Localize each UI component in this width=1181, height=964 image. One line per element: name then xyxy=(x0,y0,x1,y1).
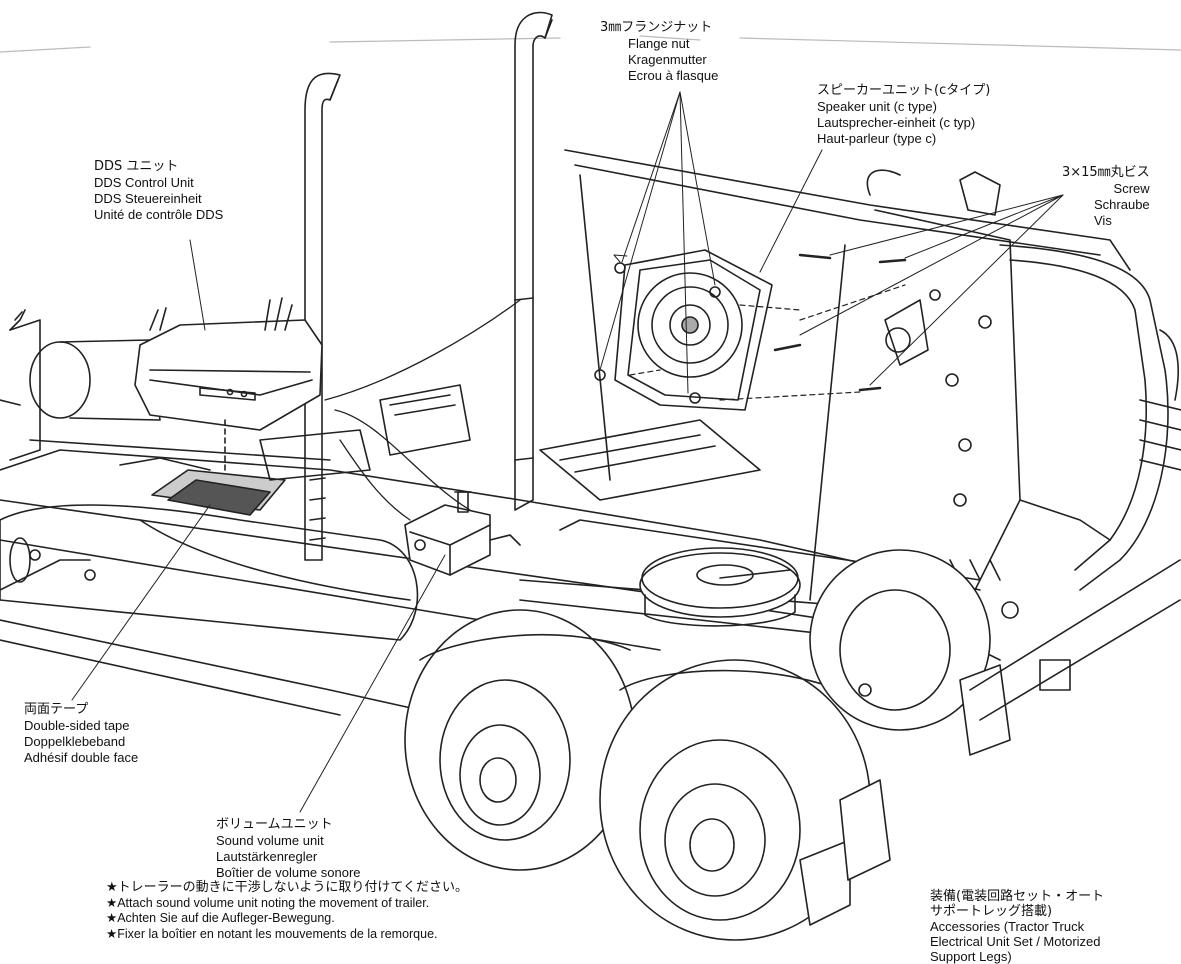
flange-nut-label-de: Kragenmutter xyxy=(628,52,707,67)
accessories-en-line1: Accessories (Tractor Truck xyxy=(930,919,1085,934)
exhaust-stack-left xyxy=(304,72,341,561)
dds-label-jp: DDS ユニット xyxy=(94,159,179,174)
cab-back-panel xyxy=(564,149,1131,621)
dds-label-de: DDS Steuereinheit xyxy=(94,191,202,206)
screw-label: 3×15㎜丸ビス Screw Schraube Vis xyxy=(1040,165,1150,229)
speaker-label-jp: スピーカーユニット(cタイプ) xyxy=(817,83,991,98)
flange-nut-label: 3㎜フランジナット Flange nut Kragenmutter Ecrou … xyxy=(600,20,718,84)
tape-label-fr: Adhésif double face xyxy=(24,750,139,765)
volume-label-fr: Boîtier de volume sonore xyxy=(216,865,361,880)
cab-frame xyxy=(929,171,1181,591)
volume-label-jp: ボリュームユニット xyxy=(216,817,333,832)
dds-label-en: DDS Control Unit xyxy=(94,175,194,190)
accessories-jp-line2: サポートレッグ搭載) xyxy=(930,904,1053,919)
screws xyxy=(629,253,929,401)
installation-notes: ★トレーラーの動きに干渉しないように取り付けてください。 ★Attach sou… xyxy=(106,880,468,942)
screw-label-jp: 3×15㎜丸ビス xyxy=(1061,165,1150,180)
volume-label-de: Lautstärkenregler xyxy=(216,849,318,864)
sound-volume-unit xyxy=(404,491,521,576)
note-en: ★Attach sound volume unit noting the mov… xyxy=(106,895,430,910)
tape-label: 両面テープ Double-sided tape Doppelklebeband … xyxy=(24,702,138,766)
fifth-wheel xyxy=(639,547,801,627)
speaker-label-fr: Haut-parleur (type c) xyxy=(817,131,937,146)
dds-label: DDS ユニット DDS Control Unit DDS Steuereinh… xyxy=(94,159,223,223)
tape-label-jp: 両面テープ xyxy=(24,702,89,717)
flange-nut-label-en: Flange nut xyxy=(628,36,690,51)
screw-label-de: Schraube xyxy=(1094,197,1150,212)
screw-label-fr: Vis xyxy=(1094,213,1112,228)
flange-nut-label-jp: 3㎜フランジナット xyxy=(600,20,713,35)
volume-label-en: Sound volume unit xyxy=(216,833,324,848)
electronics-board xyxy=(259,384,761,501)
tape-label-en: Double-sided tape xyxy=(24,718,130,733)
note-fr: ★Fixer la boîtier en notant les mouvemen… xyxy=(106,926,438,941)
accessories-jp-line1: 装備(電装回路セット・オート xyxy=(930,889,1105,904)
fuel-tank xyxy=(0,504,419,641)
rear-tire-front xyxy=(404,609,636,871)
rear-tire-right xyxy=(809,549,991,731)
volume-label: ボリュームユニット Sound volume unit Lautstärkenr… xyxy=(216,817,361,881)
note-de: ★Achten Sie auf die Aufleger-Bewegung. xyxy=(106,911,335,925)
dds-control-unit xyxy=(9,297,323,491)
speaker-label-de: Lautsprecher-einheit (c typ) xyxy=(817,115,976,130)
note-jp: ★トレーラーの動きに干渉しないように取り付けてください。 xyxy=(106,880,469,895)
tape-label-de: Doppelklebeband xyxy=(24,734,126,749)
dds-label-fr: Unité de contrôle DDS xyxy=(94,207,224,222)
screw-label-en: Screw xyxy=(1113,181,1150,196)
rear-mudflap xyxy=(799,559,1181,926)
speaker-unit xyxy=(594,249,773,411)
flange-nut-label-fr: Ecrou à flasque xyxy=(628,68,719,83)
leader-lines xyxy=(71,91,1064,813)
accessories-en-line2: Electrical Unit Set / Motorized xyxy=(930,934,1101,949)
motor-housing xyxy=(0,319,161,461)
exhaust-stack-right xyxy=(514,11,553,511)
speaker-label-en: Speaker unit (c type) xyxy=(817,99,937,114)
accessories-en-line3: Support Legs) xyxy=(930,949,1012,964)
speaker-label: スピーカーユニット(cタイプ) Speaker unit (c type) La… xyxy=(817,83,990,147)
double-sided-tape xyxy=(119,457,286,516)
accessories-note: 装備(電装回路セット・オート サポートレッグ搭載) Accessories (T… xyxy=(930,889,1170,964)
